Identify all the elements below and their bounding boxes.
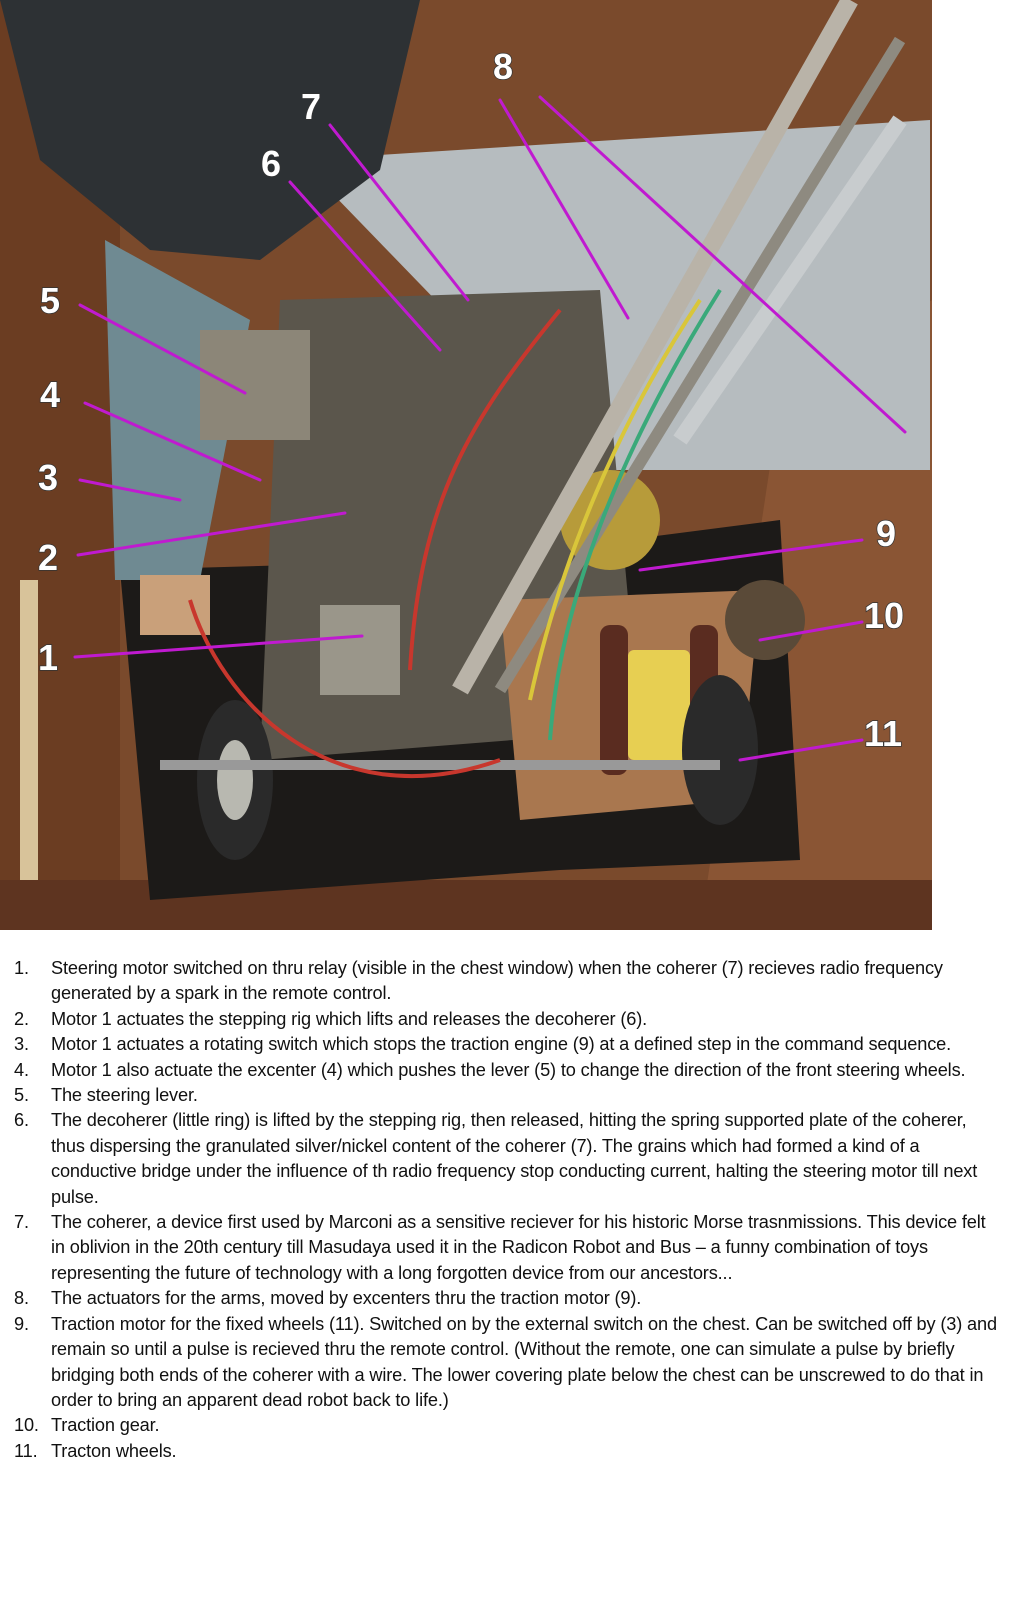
- note-text: The decoherer (little ring) is lifted by…: [51, 1110, 978, 1207]
- callout-7: 7: [301, 86, 321, 127]
- note-text: Tracton wheels.: [51, 1440, 177, 1461]
- note-text: Motor 1 also actuate the excenter (4) wh…: [51, 1059, 966, 1080]
- note-text: Traction motor for the fixed wheels (11)…: [51, 1313, 997, 1410]
- callout-4: 4: [40, 374, 60, 415]
- list-item: 9.Traction motor for the fixed wheels (1…: [14, 1313, 997, 1410]
- callout-2: 2: [38, 537, 58, 578]
- list-item: 6.The decoherer (little ring) is lifted …: [14, 1110, 978, 1207]
- note-text: Traction gear.: [51, 1415, 160, 1436]
- list-item: 4.Motor 1 also actuate the excenter (4) …: [14, 1059, 966, 1080]
- list-item: 10.Traction gear.: [14, 1415, 160, 1436]
- list-item: 5.The steering lever.: [14, 1085, 198, 1106]
- robot-chassis: [0, 0, 930, 900]
- component-notes-list: 1.Steering motor switched on thru relay …: [0, 956, 1000, 1464]
- callout-9: 9: [876, 513, 896, 554]
- note-text: The steering lever.: [51, 1085, 198, 1106]
- list-item: 8.The actuators for the arms, moved by e…: [14, 1288, 642, 1309]
- list-item: 3.Motor 1 actuates a rotating switch whi…: [14, 1034, 952, 1055]
- callout-1: 1: [38, 637, 58, 678]
- list-item: 2.Motor 1 actuates the stepping rig whic…: [14, 1008, 648, 1029]
- list-item: 11.Tracton wheels.: [14, 1440, 177, 1461]
- callout-3: 3: [38, 457, 58, 498]
- note-text: Motor 1 actuates a rotating switch which…: [51, 1034, 952, 1055]
- callout-labels: 1 2 3 4 5 6 7 8 9 10 11: [37, 45, 905, 755]
- note-text: The coherer, a device first used by Marc…: [51, 1212, 986, 1283]
- list-item: 1.Steering motor switched on thru relay …: [14, 958, 943, 1004]
- note-text: The actuators for the arms, moved by exc…: [51, 1288, 642, 1309]
- robot-mechanism-photo: 1 2 3 4 5 6 7 8 9 10 11: [0, 0, 932, 930]
- list-item: 7.The coherer, a device first used by Ma…: [14, 1212, 986, 1283]
- callout-8: 8: [493, 46, 513, 87]
- callout-6: 6: [261, 143, 281, 184]
- callout-10: 10: [864, 595, 904, 636]
- callout-5: 5: [40, 280, 60, 321]
- callout-pointers: [73, 95, 907, 762]
- callout-11: 11: [864, 713, 902, 754]
- note-text: Steering motor switched on thru relay (v…: [51, 958, 943, 1004]
- note-text: Motor 1 actuates the stepping rig which …: [51, 1008, 648, 1029]
